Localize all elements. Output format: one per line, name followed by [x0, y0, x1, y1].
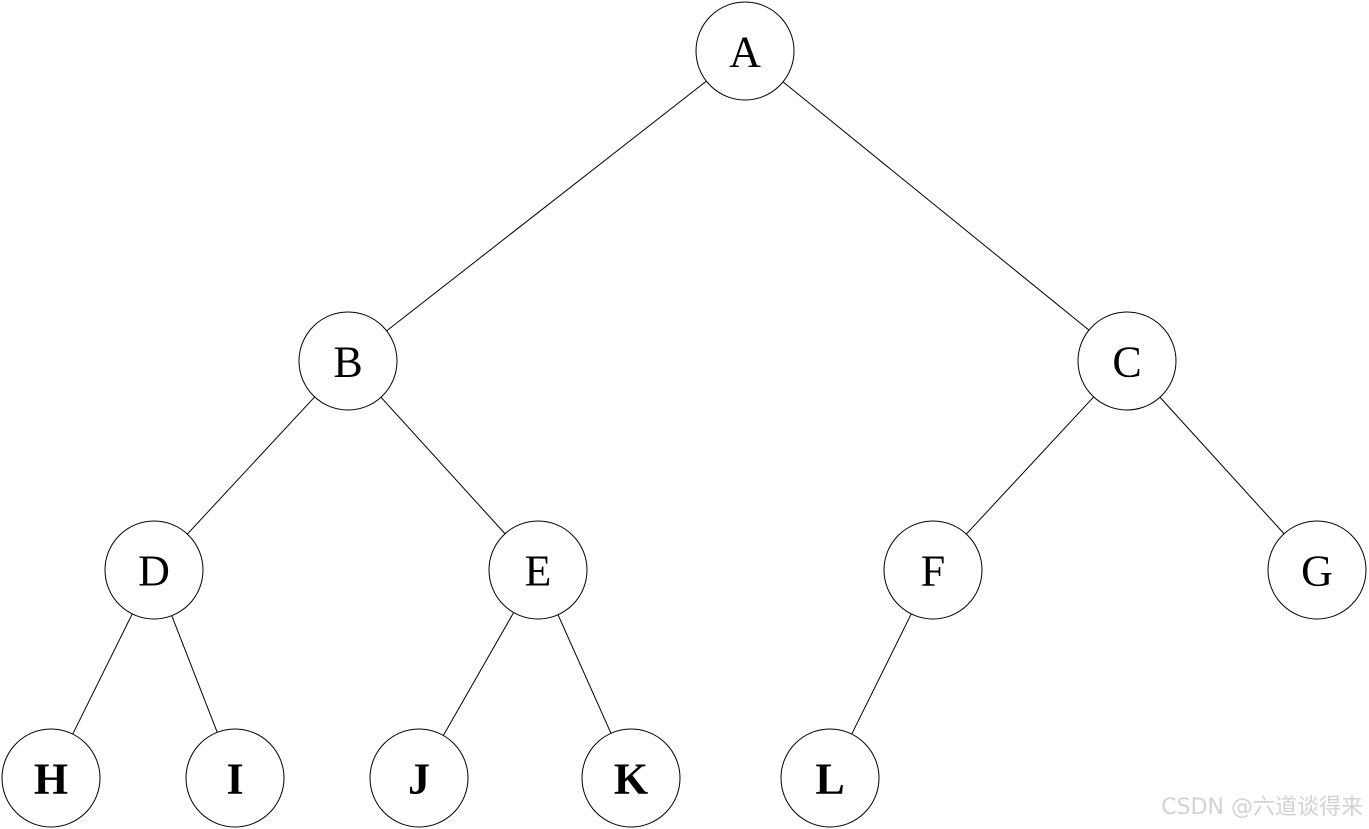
node-h: H [1, 728, 101, 828]
node-circle-c [1077, 311, 1177, 411]
tree-edges [72, 80, 1285, 736]
edge-c-g [1159, 396, 1285, 535]
node-circle-e [488, 520, 588, 620]
node-b: B [298, 311, 398, 411]
node-circle-f [883, 520, 983, 620]
edge-b-e [380, 396, 506, 535]
node-label-a: A [729, 28, 761, 77]
node-label-i: I [226, 755, 243, 804]
node-circle-h [1, 728, 101, 828]
edge-a-c [782, 81, 1090, 331]
node-j: J [369, 728, 469, 828]
node-f: F [883, 520, 983, 620]
node-circle-k [581, 728, 681, 828]
node-label-f: F [921, 547, 945, 596]
node-label-g: G [1301, 547, 1333, 596]
node-e: E [488, 520, 588, 620]
node-label-l: L [815, 755, 844, 804]
node-label-b: B [333, 338, 362, 387]
node-circle-j [369, 728, 469, 828]
node-label-k: K [614, 755, 648, 804]
node-a: A [695, 1, 795, 101]
node-label-h: H [34, 755, 68, 804]
node-circle-b [298, 311, 398, 411]
node-c: C [1077, 311, 1177, 411]
node-label-c: C [1112, 338, 1141, 387]
node-circle-i [185, 728, 285, 828]
node-g: G [1267, 520, 1367, 620]
node-k: K [581, 728, 681, 828]
node-label-d: D [138, 547, 170, 596]
edge-e-j [442, 612, 515, 736]
watermark: CSDN @六道谈得来 [1161, 795, 1363, 820]
edge-b-d [186, 396, 316, 535]
edge-f-l [851, 613, 912, 735]
node-circle-d [104, 520, 204, 620]
node-l: L [780, 728, 880, 828]
edge-c-f [965, 396, 1095, 535]
edge-d-h [72, 613, 133, 735]
node-label-j: J [408, 755, 430, 804]
edge-d-i [171, 615, 218, 733]
node-i: I [185, 728, 285, 828]
edge-a-b [386, 80, 707, 332]
node-circle-l [780, 728, 880, 828]
node-label-e: E [525, 547, 552, 596]
edge-e-k [557, 614, 612, 734]
node-circle-g [1267, 520, 1367, 620]
node-d: D [104, 520, 204, 620]
node-circle-a [695, 1, 795, 101]
